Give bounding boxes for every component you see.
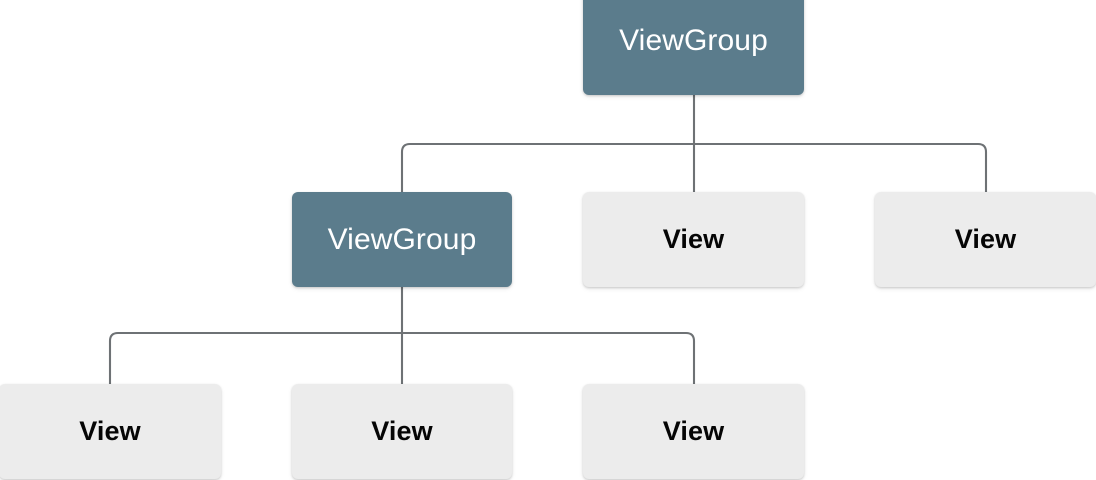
node-label: View [954, 224, 1017, 254]
edge-bus-2-right [402, 331, 696, 384]
edge-bus-1-right [694, 142, 988, 192]
node-viewgroup-child[interactable]: ViewGroup [292, 192, 512, 287]
node-label: ViewGroup [619, 23, 768, 57]
node-view-l2-right[interactable]: View [583, 384, 804, 479]
node-view-l1-right[interactable]: View [875, 192, 1096, 287]
node-view-l2-center[interactable]: View [292, 384, 512, 479]
node-label: View [662, 224, 725, 254]
edge-bus-2-left [108, 331, 402, 384]
node-label: View [371, 416, 433, 446]
edge-bus-1-left [400, 142, 694, 192]
node-label: View [662, 416, 725, 446]
node-view-l1-center[interactable]: View [583, 192, 804, 287]
node-viewgroup-root[interactable]: ViewGroup [583, 0, 804, 95]
node-view-l2-left[interactable]: View [0, 384, 221, 479]
node-label: View [79, 416, 141, 446]
node-label: ViewGroup [327, 222, 477, 256]
